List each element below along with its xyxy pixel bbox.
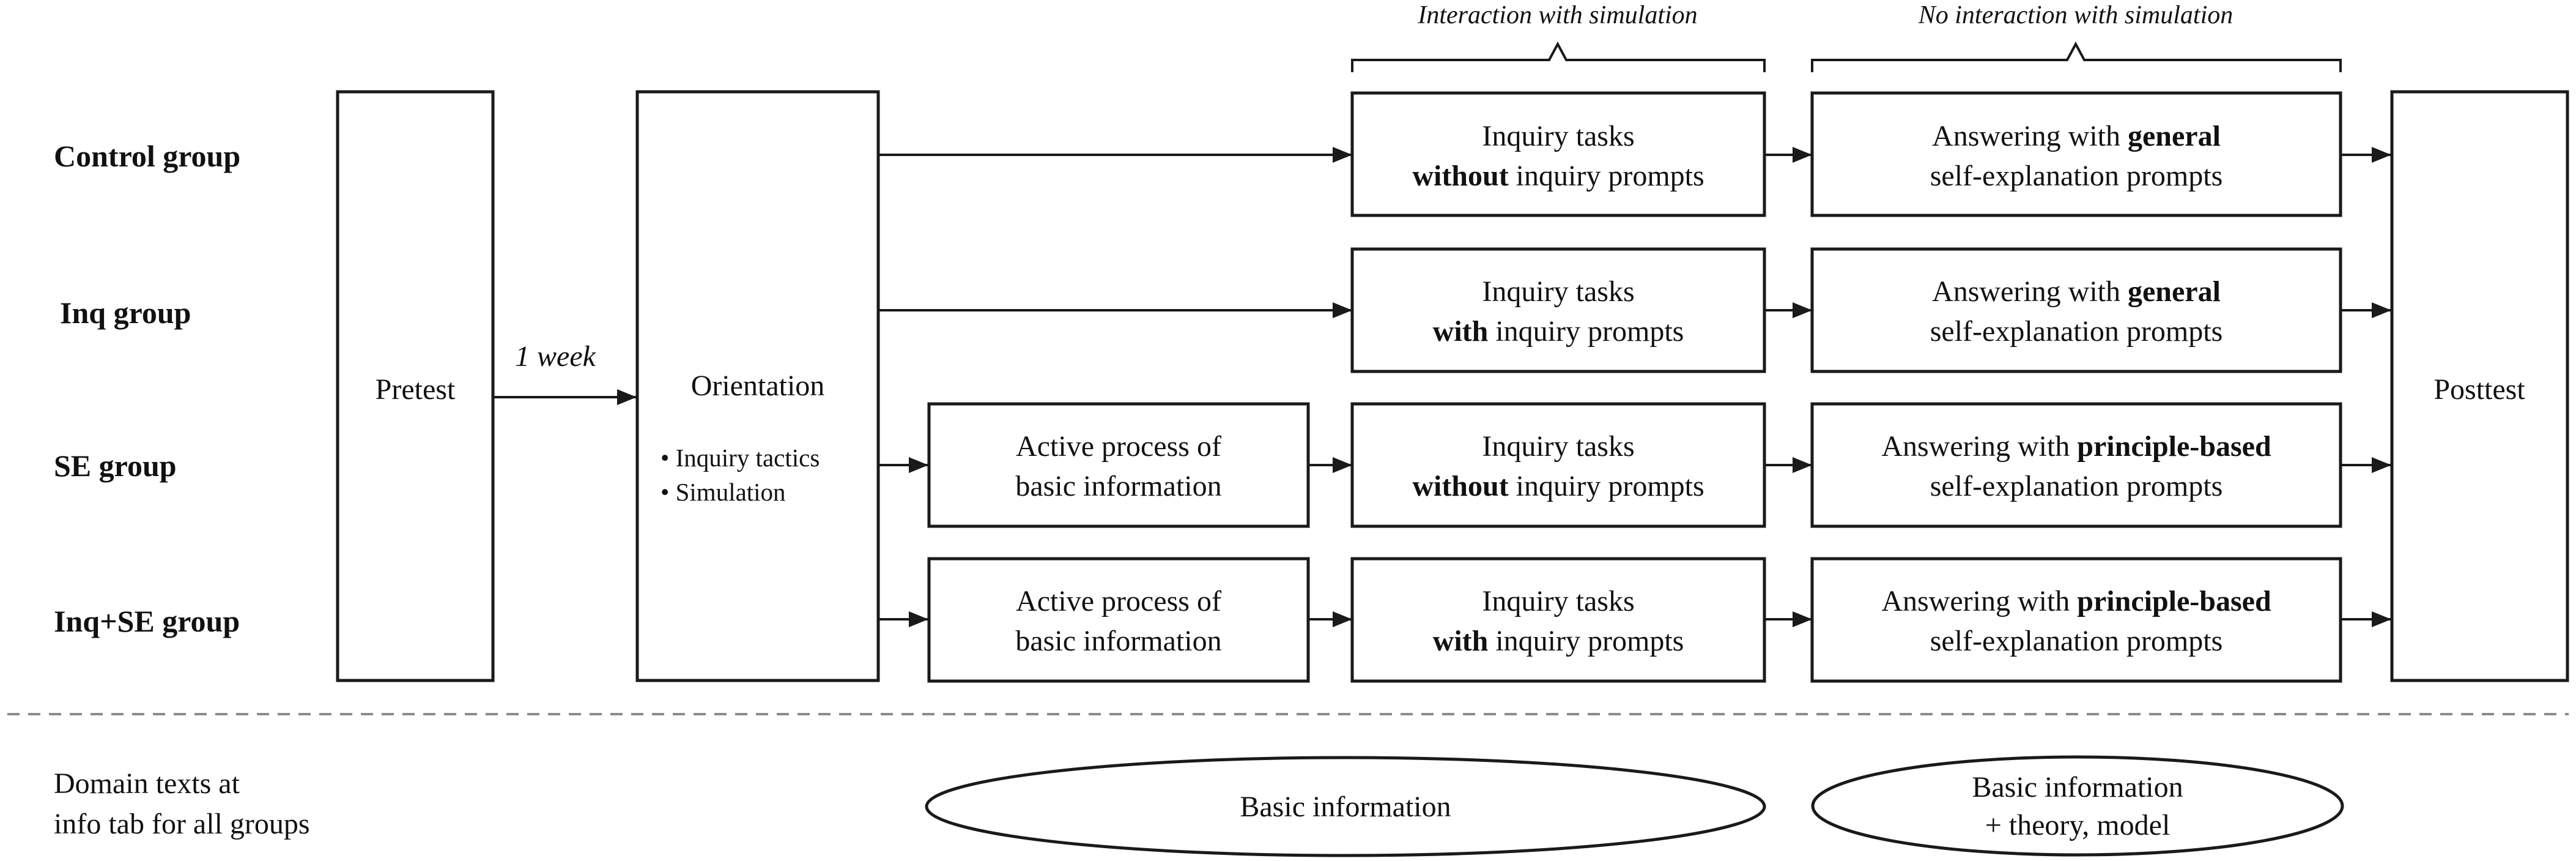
header-no-interaction: No interaction with simulation: [1918, 1, 2234, 29]
footer-label-line1: Domain texts at: [54, 767, 240, 800]
basic-info-theory-line1: Basic information: [1972, 771, 2183, 803]
brace-interaction: [1351, 41, 1766, 72]
answer-line1: Answering with principle-based: [1881, 430, 2271, 463]
answer-prefix: Answering with: [1881, 430, 2070, 463]
orientation-box: [635, 90, 880, 682]
answer-line2: self-explanation prompts: [1930, 160, 2223, 192]
answer-line1: Answering with general: [1932, 275, 2221, 308]
inquiry-line1: Inquiry tasks: [1482, 430, 1634, 463]
answer-keyword: general: [2128, 120, 2221, 152]
inquiry-line1: Inquiry tasks: [1482, 585, 1634, 617]
delay-label: 1 week: [515, 340, 597, 373]
answer-line2: self-explanation prompts: [1930, 625, 2223, 657]
inquiry-box-inq: [1350, 247, 1766, 373]
answer-prefix: Answering with: [1881, 585, 2070, 617]
pretest-label: Pretest: [376, 373, 456, 406]
inquiry-line1: Inquiry tasks: [1482, 120, 1634, 152]
group-label-control: Control group: [54, 139, 240, 173]
inquiry-line2: with inquiry prompts: [1433, 315, 1684, 348]
group-label-se: SE group: [54, 449, 177, 483]
inquiry-line2: without inquiry prompts: [1412, 470, 1704, 502]
inquiry-keyword: without: [1412, 160, 1508, 192]
answer-line1: Answering with principle-based: [1881, 585, 2271, 617]
inquiry-keyword: with: [1433, 625, 1489, 657]
answer-box-inqse: [1810, 557, 2342, 683]
answer-box-inq: [1810, 247, 2342, 373]
inquiry-line2: without inquiry prompts: [1412, 160, 1704, 192]
header-interaction: Interaction with simulation: [1417, 1, 1697, 29]
group-label-inq: Inq group: [60, 296, 191, 330]
inquiry-box-inqse: [1350, 557, 1766, 683]
answer-prefix: Answering with: [1932, 275, 2120, 308]
posttest-box: [2390, 90, 2569, 682]
answer-box-se: [1810, 402, 2342, 528]
inquiry-keyword: without: [1412, 470, 1508, 502]
answer-line1: Answering with general: [1932, 120, 2221, 152]
answer-line2: self-explanation prompts: [1930, 315, 2223, 348]
orientation-bullet-simulation: • Simulation: [661, 478, 786, 506]
answer-line2: self-explanation prompts: [1930, 470, 2223, 502]
inquiry-line1: Inquiry tasks: [1482, 275, 1634, 308]
active-process-box-se: [927, 402, 1310, 528]
inquiry-keyword: with: [1433, 315, 1489, 348]
active-process-line1: Active process of: [1016, 430, 1221, 463]
answer-prefix: Answering with: [1932, 120, 2120, 152]
basic-info-theory-line2: + theory, model: [1985, 809, 2171, 841]
inquiry-box-control: [1350, 91, 1766, 217]
orientation-bullet-inquiry-tactics: • Inquiry tactics: [661, 444, 820, 472]
basic-info-theory-ellipse: [1811, 755, 2344, 857]
inquiry-rest: inquiry prompts: [1516, 160, 1704, 192]
footer-label-line2: info tab for all groups: [54, 808, 310, 840]
basic-info-label: Basic information: [1240, 791, 1451, 823]
inquiry-box-se: [1350, 402, 1766, 528]
active-process-line1: Active process of: [1016, 585, 1221, 617]
inquiry-rest: inquiry prompts: [1495, 315, 1684, 348]
answer-box-control: [1810, 91, 2342, 217]
active-process-line2: basic information: [1015, 625, 1221, 657]
posttest-label: Posttest: [2434, 373, 2525, 406]
brace-no-interaction: [1811, 41, 2342, 72]
inquiry-line2: with inquiry prompts: [1433, 625, 1684, 657]
pretest-box: [336, 90, 495, 682]
basic-info-ellipse: [925, 756, 1766, 857]
active-process-box-inqse: [927, 557, 1310, 683]
orientation-title: Orientation: [691, 370, 825, 402]
group-label-inqse: Inq+SE group: [54, 604, 240, 638]
inquiry-rest: inquiry prompts: [1495, 625, 1684, 657]
answer-keyword: principle-based: [2077, 430, 2271, 463]
active-process-line2: basic information: [1015, 470, 1221, 502]
answer-keyword: general: [2128, 275, 2221, 308]
answer-keyword: principle-based: [2077, 585, 2271, 617]
inquiry-rest: inquiry prompts: [1516, 470, 1704, 502]
